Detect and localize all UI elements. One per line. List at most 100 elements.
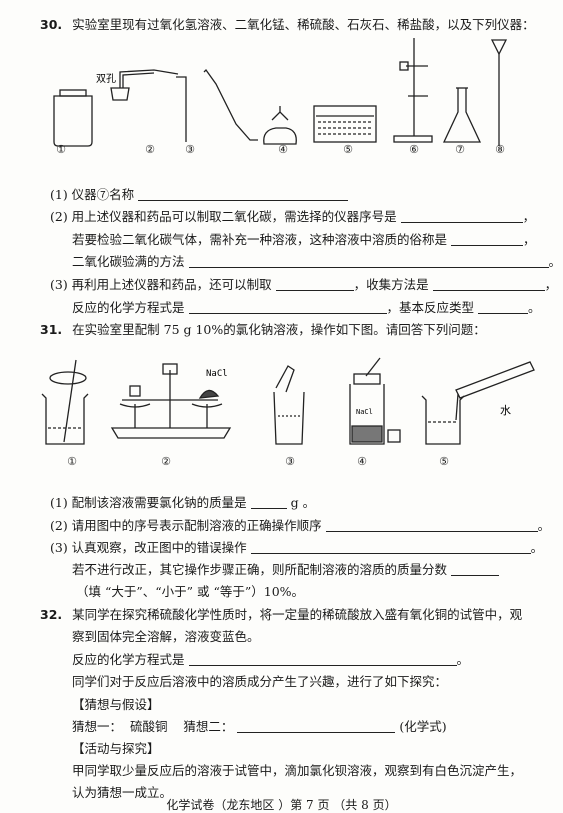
page-footer: 化学试卷（龙东地区 ）第 7 页 （共 8 页）	[166, 798, 397, 812]
two-hole-stopper-icon	[110, 69, 179, 101]
q30-answer-blank-5[interactable]	[275, 277, 354, 291]
operation-label-3: ③	[285, 455, 295, 468]
q31-part3b: 若不进行改正，其它操作步骤正确，则所配制溶液的溶质的质量分数	[72, 559, 499, 578]
q30-number: 30.	[40, 17, 63, 32]
alcohol-lamp-icon	[263, 106, 297, 145]
q31-part3c: （填 “大于”、“小于” 或 “等于”）10%。	[76, 581, 304, 600]
measuring-cup-icon	[273, 365, 305, 445]
q31-part3-text: (3) 认真观察，改正图中的错误操作	[50, 540, 247, 555]
q30-answer-blank-6[interactable]	[432, 277, 545, 291]
apparatus-label-7: ⑦	[455, 143, 465, 156]
q30-answer-blank-3[interactable]	[451, 232, 523, 246]
q30-answer-blank-7[interactable]	[188, 300, 387, 314]
period: 。	[456, 652, 470, 667]
q31-answer-blank-4[interactable]	[451, 562, 499, 576]
q31-part2: (2) 请用图中的序号表示配制溶液的正确操作顺序 。	[50, 515, 550, 534]
q32-stem1-text: 某同学在探究稀硫酸化学性质时，将一定量的稀硫酸放入盛有氧化铜的试管中，观	[72, 607, 523, 622]
q31-part3: (3) 认真观察，改正图中的错误操作 。	[50, 537, 543, 556]
q30-part2c: 二氧化碳验满的方法 。	[72, 251, 561, 270]
q30-answer-blank-1[interactable]	[138, 187, 349, 201]
q30-part1-text: (1) 仪器⑦名称	[50, 187, 135, 202]
q32-heading-activity: 【活动与探究】	[72, 741, 160, 756]
comma: ，	[522, 209, 536, 224]
q30-answer-blank-8[interactable]	[478, 300, 528, 314]
operation-label-2: ②	[161, 455, 171, 468]
q32-stem-2: 察到固体完全溶解，溶液变蓝色。	[72, 629, 260, 644]
operation-label-5: ⑤	[439, 455, 449, 468]
q32-heading-guess: 【猜想与假设】	[72, 697, 160, 712]
apparatus-label-5: ⑤	[343, 143, 353, 156]
q31-part1: (1) 配制该溶液需要氯化钠的质量是 g 。	[50, 492, 315, 511]
pouring-water-icon	[421, 361, 535, 445]
q30-stem: 30. 实验室里现有过氧化氢溶液、二氧化锰、稀硫酸、石灰石、稀盐酸，以及下列仪器…	[40, 14, 535, 33]
q30-part3b2-text: ，基本反应类型	[386, 300, 475, 315]
q31-part1-unit: g 。	[290, 495, 316, 510]
wide-mouth-bottle-icon	[53, 89, 93, 147]
q30-part3b: 反应的化学方程式是 ，基本反应类型 。	[72, 297, 541, 316]
q30-answer-blank-2[interactable]	[400, 209, 523, 223]
balance-scale-icon	[110, 363, 232, 439]
comma: ，	[523, 232, 536, 247]
q30-part3a: (3) 再利用上述仪器和药品，还可以制取 ，收集方法是 ，	[50, 274, 557, 293]
q31-operations-figure: NaCl NaCl 水	[41, 357, 535, 445]
q31-part2-text: (2) 请用图中的序号表示配制溶液的正确操作顺序	[50, 518, 322, 533]
q30-part2a: (2) 用上述仪器和药品可以制取二氧化碳，需选择的仪器序号是 ，	[50, 206, 535, 225]
q30-part2a-text: (2) 用上述仪器和药品可以制取二氧化碳，需选择的仪器序号是	[50, 209, 397, 224]
q32-number: 32.	[40, 607, 63, 622]
q32-interest: 同学们对于反应后溶液中的溶质成分产生了兴趣，进行了如下探究：	[72, 674, 448, 689]
apparatus-label-2: ②	[145, 143, 155, 156]
q30-part2b-text: 若要检验二氧化碳气体，需补充一种溶液，这种溶液中溶质的俗称是	[72, 232, 448, 247]
q31-number: 31.	[40, 322, 63, 337]
q30-apparatus-figure: 双孔	[53, 38, 508, 147]
nacl-label: NaCl	[206, 369, 228, 379]
delivery-tube-icon	[203, 68, 258, 141]
long-bent-tube-icon	[176, 76, 187, 142]
q32-guesses: 猜想一： 硫酸铜 猜想二： (化学式)	[72, 716, 447, 735]
q30-part2c-text: 二氧化碳验满的方法	[72, 254, 185, 269]
apparatus-label-1: ①	[56, 143, 66, 156]
apparatus-label-6: ⑥	[409, 143, 419, 156]
iron-stand-icon	[393, 38, 433, 143]
q31-part3c-text: （填 “大于”、“小于” 或 “等于”）10%。	[76, 584, 305, 599]
q32-equation-text: 反应的化学方程式是	[72, 652, 185, 667]
q31-stem-text: 在实验室里配制 75 g 10%的氯化钠溶液，操作如下图。请回答下列问题：	[72, 322, 486, 337]
water-label: 水	[500, 404, 511, 417]
period: 。	[530, 540, 544, 555]
comma: ，	[544, 277, 558, 292]
q32-answer-blank-2[interactable]	[237, 719, 396, 733]
apparatus-label-4: ④	[278, 143, 288, 156]
operation-label-1: ①	[67, 455, 77, 468]
operation-label-4: ④	[357, 455, 367, 468]
q30-stem-text: 实验室里现有过氧化氢溶液、二氧化锰、稀硫酸、石灰石、稀盐酸，以及下列仪器：	[72, 17, 535, 32]
long-neck-funnel-icon	[490, 39, 508, 146]
q30-answer-blank-4[interactable]	[188, 254, 549, 268]
apparatus-label-3: ③	[185, 143, 195, 156]
q32-activity-1: 甲同学取少量反应后的溶液于试管中，滴加氯化钡溶液，观察到有白色沉淀产生，	[72, 763, 523, 778]
q30-part3a-text: (3) 再利用上述仪器和药品，还可以制取	[50, 277, 272, 292]
period: 。	[537, 518, 551, 533]
beaker-stir-icon	[41, 359, 89, 445]
q30-part3a2-text: ，收集方法是	[353, 277, 429, 292]
q31-answer-blank-1[interactable]	[250, 495, 287, 509]
q31-answer-blank-3[interactable]	[250, 540, 531, 554]
q32-guess-text: 猜想一： 硫酸铜 猜想二：	[72, 719, 234, 734]
q31-part3b-text: 若不进行改正，其它操作步骤正确，则所配制溶液的溶质的质量分数	[72, 562, 448, 577]
period: 。	[548, 254, 562, 269]
water-trough-icon	[313, 105, 377, 143]
q30-part3b-text: 反应的化学方程式是	[72, 300, 185, 315]
nacl-bottle-label: NaCl	[356, 408, 373, 416]
q30-part2b: 若要检验二氧化碳气体，需补充一种溶液，这种溶液中溶质的俗称是 ，	[72, 229, 536, 248]
q32-equation: 反应的化学方程式是 。	[72, 649, 469, 668]
reagent-bottle-icon	[349, 357, 401, 445]
period: 。	[528, 300, 541, 315]
q31-answer-blank-2[interactable]	[325, 518, 538, 532]
q32-activity-2: 认为猜想一成立。	[72, 785, 173, 800]
q32-guess-suffix: (化学式)	[399, 719, 447, 734]
q31-stem: 31. 在实验室里配制 75 g 10%的氯化钠溶液，操作如下图。请回答下列问题…	[40, 319, 486, 338]
q30-part1: (1) 仪器⑦名称	[50, 184, 349, 203]
double-hole-label: 双孔	[96, 73, 116, 85]
q32-answer-blank-1[interactable]	[188, 652, 457, 666]
q32-stem-1: 32. 某同学在探究稀硫酸化学性质时，将一定量的稀硫酸放入盛有氧化铜的试管中，观	[40, 604, 522, 623]
conical-flask-icon	[442, 87, 482, 143]
apparatus-label-8: ⑧	[495, 143, 505, 156]
